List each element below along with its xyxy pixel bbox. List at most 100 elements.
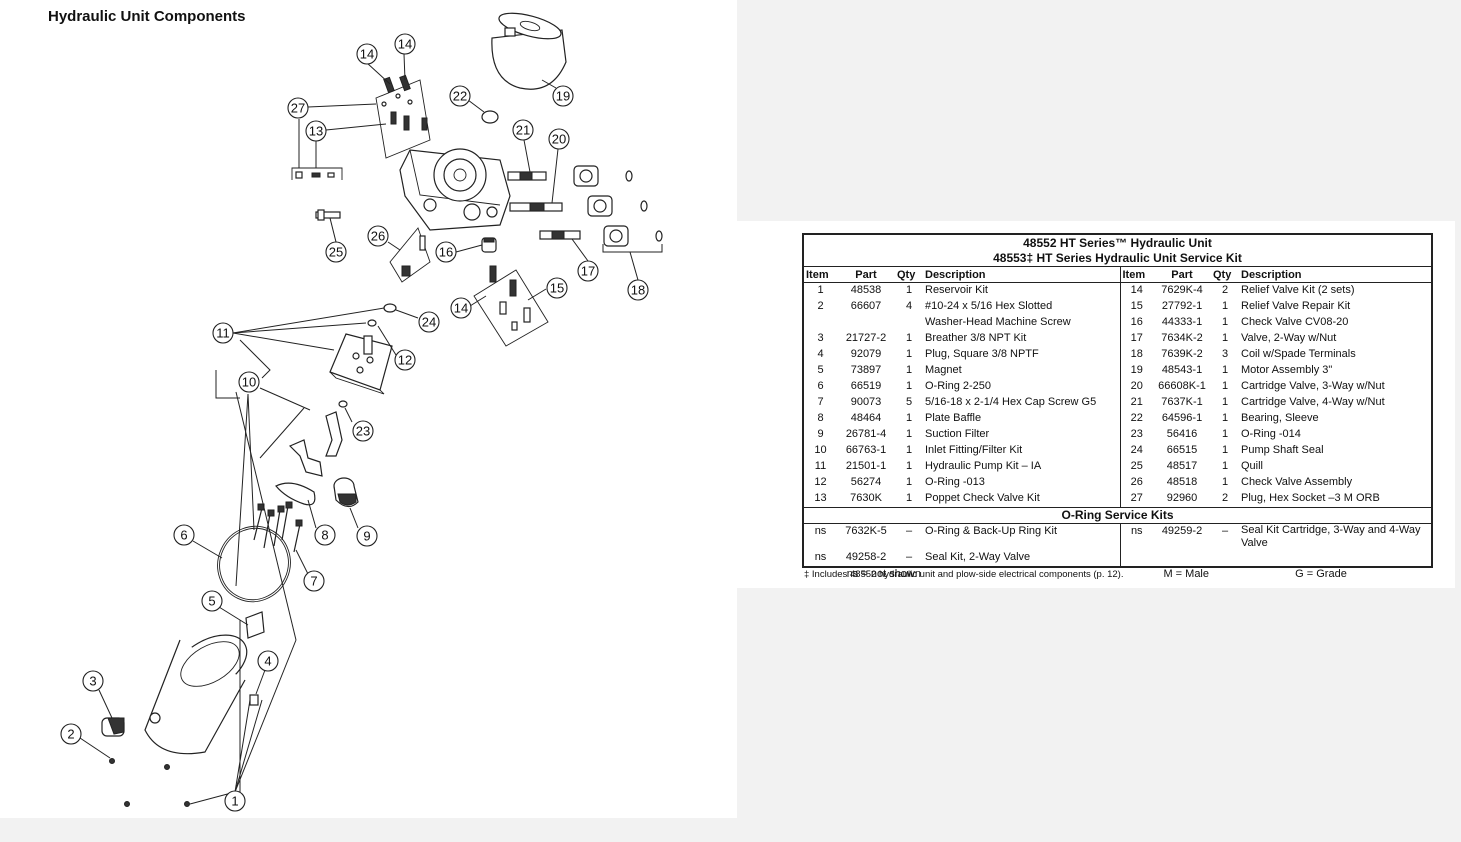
cell-item: 16 xyxy=(1119,315,1153,331)
legend-male: M = Male xyxy=(923,566,1211,581)
cell-desc: Plug, Hex Socket –3 M ORB xyxy=(1241,492,1380,504)
header-part: Part xyxy=(1153,267,1211,283)
header-part: Part xyxy=(837,267,895,283)
header-item: Item xyxy=(804,267,837,283)
cell-qty: 1 xyxy=(1221,380,1229,392)
cell-item: 24 xyxy=(1119,443,1153,459)
callout-15: 15 xyxy=(546,277,568,299)
cell-item: 25 xyxy=(1119,459,1153,475)
cell-part: 49259-2 xyxy=(1161,525,1203,537)
leader-lines xyxy=(79,53,639,805)
cell-desc: #10-24 x 5/16 Hex Slotted xyxy=(925,300,1053,312)
legend-row: ns = not shown M = Male G = Grade xyxy=(804,566,1431,581)
svg-text:17: 17 xyxy=(581,264,595,279)
cell-item: 26 xyxy=(1119,475,1153,491)
hydraulic-pump-drawing xyxy=(329,333,393,395)
cell-desc: Breather 3/8 NPT Kit xyxy=(925,332,1027,344)
o-ring-2-250-drawing xyxy=(217,525,291,603)
table-title-line2: 48553‡ HT Series Hydraulic Unit Service … xyxy=(804,250,1431,267)
callout-7: 7 xyxy=(303,570,325,592)
cell-qty: 1 xyxy=(905,364,913,376)
callout-26: 26 xyxy=(367,225,389,247)
cell-part xyxy=(1153,550,1211,567)
bearing-drawing xyxy=(481,110,499,124)
cell-part: 73897 xyxy=(850,364,882,376)
cell-part: 48543-1 xyxy=(1161,364,1203,376)
svg-text:10: 10 xyxy=(242,375,256,390)
exploded-parts-diagram: 1 2 3 4 5 6 7 8 9 10 11 12 13 13 14 14 1… xyxy=(60,12,663,812)
table-footnote: ‡ Includes 48552 hydraulic unit and plow… xyxy=(804,569,1124,580)
cell-item: 9 xyxy=(817,428,824,440)
cell-qty: 1 xyxy=(1221,476,1229,488)
svg-text:11: 11 xyxy=(216,326,230,341)
svg-text:21: 21 xyxy=(516,123,530,138)
cell-item: 8 xyxy=(817,412,824,424)
callout-14-left: 14 xyxy=(356,43,378,65)
callout-17: 17 xyxy=(577,260,599,282)
cell-part: 48538 xyxy=(850,284,882,296)
parts-list: Item Part Qty Description Item Part Qty … xyxy=(804,267,1431,581)
plate-baffle-drawing xyxy=(275,482,316,506)
cell-desc: Bearing, Sleeve xyxy=(1241,412,1319,424)
cell-desc: Seal Kit, 2-Way Valve xyxy=(925,551,1031,563)
callout-22: 22 xyxy=(449,85,471,107)
cell-desc: 5/16-18 x 2-1/4 Hex Cap Screw G5 xyxy=(925,396,1097,408)
cell-part: 90073 xyxy=(850,396,882,408)
svg-text:27: 27 xyxy=(291,101,305,116)
cell-part: 44333-1 xyxy=(1161,316,1203,328)
cell-qty: 1 xyxy=(1221,428,1229,440)
svg-text:15: 15 xyxy=(550,281,564,296)
callout-25: 25 xyxy=(325,241,347,263)
cell-desc: Suction Filter xyxy=(925,428,990,440)
cell-desc: Cartridge Valve, 3-Way w/Nut xyxy=(1241,380,1385,392)
cell-item: 19 xyxy=(1119,363,1153,379)
callout-4: 4 xyxy=(257,650,279,672)
svg-text:7: 7 xyxy=(310,574,317,589)
cell-part: 21501-1 xyxy=(845,460,887,472)
cell-desc xyxy=(1239,550,1431,567)
cell-item: 11 xyxy=(814,460,827,472)
cell-item: 2 xyxy=(817,300,824,312)
cell-desc: Hydraulic Pump Kit – IA xyxy=(925,460,1042,472)
cell-qty: 1 xyxy=(905,460,913,472)
cell-qty: 5 xyxy=(905,396,913,408)
oring-section-header: O-Ring Service Kits xyxy=(804,507,1431,524)
cell-item: 4 xyxy=(817,348,824,360)
cell-qty: 3 xyxy=(1221,348,1229,360)
callout-10: 10 xyxy=(238,371,260,393)
cell-qty: 1 xyxy=(905,476,913,488)
header-item: Item xyxy=(1119,267,1153,283)
cell-desc: O-Ring -014 xyxy=(1241,428,1301,440)
callout-14-lower: 14 xyxy=(450,297,472,319)
cell-qty: 1 xyxy=(1221,444,1229,456)
cell-item: 10 xyxy=(814,444,827,456)
table-header-row: Item Part Qty Description Item Part Qty … xyxy=(804,267,1431,283)
cell-desc: Plate Baffle xyxy=(925,412,982,424)
cell-desc: Valve, 2-Way w/Nut xyxy=(1241,332,1337,344)
cell-part: 7632K-5 xyxy=(845,525,887,537)
cell-qty: 4 xyxy=(905,300,913,312)
check-valve-cv-drawing xyxy=(481,237,497,253)
svg-text:12: 12 xyxy=(398,353,412,368)
cell-part: 66519 xyxy=(850,380,882,392)
cell-desc: Coil w/Spade Terminals xyxy=(1241,348,1356,360)
plug-bracket-drawing xyxy=(291,167,343,180)
cell-qty: 1 xyxy=(905,348,913,360)
magnet-drawing xyxy=(245,611,265,639)
cell-part: 21727-2 xyxy=(845,332,887,344)
svg-text:5: 5 xyxy=(208,594,215,609)
cell-part: 49258-2 xyxy=(845,551,887,563)
callout-2: 2 xyxy=(60,723,82,745)
cell-desc: Magnet xyxy=(925,364,962,376)
header-description: Description xyxy=(1239,267,1431,283)
cell-qty: 1 xyxy=(1221,396,1229,408)
cell-qty: 1 xyxy=(905,444,913,456)
